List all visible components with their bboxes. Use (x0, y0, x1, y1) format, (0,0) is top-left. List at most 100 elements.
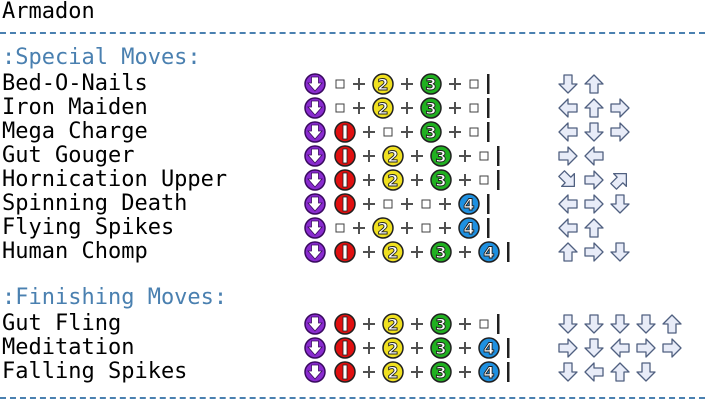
move-name: Bed-O-Nails (2, 71, 148, 96)
arrow-down-icon (584, 338, 604, 358)
plus-icon (459, 342, 471, 354)
plus-icon (459, 246, 471, 258)
empty-slot-icon (469, 79, 479, 89)
move-name: Spinning Death (2, 191, 188, 216)
arrow-right-icon (558, 338, 578, 358)
plus-icon (411, 318, 423, 330)
hold-bar-icon (507, 242, 510, 262)
plus-icon (411, 366, 423, 378)
move-row: Mega Charge 3 (0, 120, 705, 144)
plus-icon (363, 198, 375, 210)
plus-icon (363, 366, 375, 378)
svg-text:4: 4 (483, 243, 494, 262)
arrow-up-icon (610, 362, 630, 382)
button-3-icon: 3 (430, 313, 452, 335)
plus-icon (401, 126, 413, 138)
move-name: Gut Fling (2, 311, 122, 336)
button-3-icon: 3 (430, 169, 452, 191)
button-4-icon: 4 (458, 217, 480, 239)
svg-text:2: 2 (377, 99, 388, 118)
button-3-icon: 3 (430, 361, 452, 383)
button-4-icon: 4 (478, 337, 500, 359)
divider (0, 397, 705, 399)
button-1-icon (334, 241, 356, 263)
arrow-up-icon (662, 314, 682, 334)
hold-bar-icon (497, 170, 500, 190)
svg-text:3: 3 (435, 147, 446, 166)
button-2-icon: 2 (382, 361, 404, 383)
button-2-icon: 2 (382, 145, 404, 167)
svg-text:3: 3 (435, 171, 446, 190)
hold-bar-icon (497, 314, 500, 334)
down-button-icon (304, 73, 326, 95)
arrow-left-icon (584, 146, 604, 166)
button-1-icon (334, 361, 356, 383)
arrow-left-icon (558, 98, 578, 118)
hold-bar-icon (507, 338, 510, 358)
arrow-up-icon (584, 98, 604, 118)
arrow-right-icon (610, 122, 630, 142)
empty-slot-icon (335, 223, 345, 233)
move-name: Hornication Upper (2, 167, 228, 192)
empty-slot-icon (479, 175, 489, 185)
move-name: Flying Spikes (2, 215, 175, 240)
hold-bar-icon (487, 218, 490, 238)
plus-icon (363, 246, 375, 258)
plus-icon (363, 174, 375, 186)
svg-text:2: 2 (387, 147, 398, 166)
plus-icon (401, 102, 413, 114)
arrow-down-icon (558, 362, 578, 382)
arrow-down-icon (584, 122, 604, 142)
down-button-icon (304, 217, 326, 239)
svg-text:3: 3 (435, 243, 446, 262)
plus-icon (439, 198, 451, 210)
svg-text:3: 3 (425, 75, 436, 94)
arrow-up-right-icon (610, 172, 628, 190)
button-2-icon: 2 (382, 169, 404, 191)
move-name: Mega Charge (2, 119, 148, 144)
button-4-icon: 4 (458, 193, 480, 215)
button-1-icon (334, 121, 356, 143)
svg-text:3: 3 (435, 363, 446, 382)
move-row: Spinning Death 4 (0, 192, 705, 216)
down-button-icon (304, 361, 326, 383)
down-button-icon (304, 121, 326, 143)
arrow-up-icon (584, 218, 604, 238)
button-1-icon (334, 193, 356, 215)
arrow-right-icon (584, 194, 604, 214)
empty-slot-icon (383, 199, 393, 209)
plus-icon (459, 318, 471, 330)
move-name: Gut Gouger (2, 143, 135, 168)
plus-icon (411, 246, 423, 258)
svg-text:2: 2 (387, 171, 398, 190)
empty-slot-icon (421, 223, 431, 233)
button-2-icon: 2 (382, 241, 404, 263)
hold-bar-icon (487, 98, 490, 118)
plus-icon (449, 102, 461, 114)
move-row: Hornication Upper 2 3 (0, 168, 705, 192)
svg-text:2: 2 (377, 75, 388, 94)
arrow-up-icon (584, 74, 604, 94)
arrow-right-icon (662, 338, 682, 358)
plus-icon (353, 78, 365, 90)
empty-slot-icon (335, 103, 345, 113)
button-2-icon: 2 (372, 97, 394, 119)
arrow-down-icon (636, 314, 656, 334)
button-2-icon: 2 (382, 337, 404, 359)
arrow-up-icon (558, 242, 578, 262)
plus-icon (363, 126, 375, 138)
button-3-icon: 3 (420, 97, 442, 119)
move-row: Bed-O-Nails 2 3 (0, 72, 705, 96)
svg-text:3: 3 (435, 315, 446, 334)
svg-text:4: 4 (463, 195, 474, 214)
plus-icon (439, 222, 451, 234)
arrow-down-icon (610, 314, 630, 334)
move-name: Falling Spikes (2, 359, 188, 384)
empty-slot-icon (335, 79, 345, 89)
plus-icon (401, 222, 413, 234)
svg-text:3: 3 (425, 123, 436, 142)
plus-icon (459, 366, 471, 378)
